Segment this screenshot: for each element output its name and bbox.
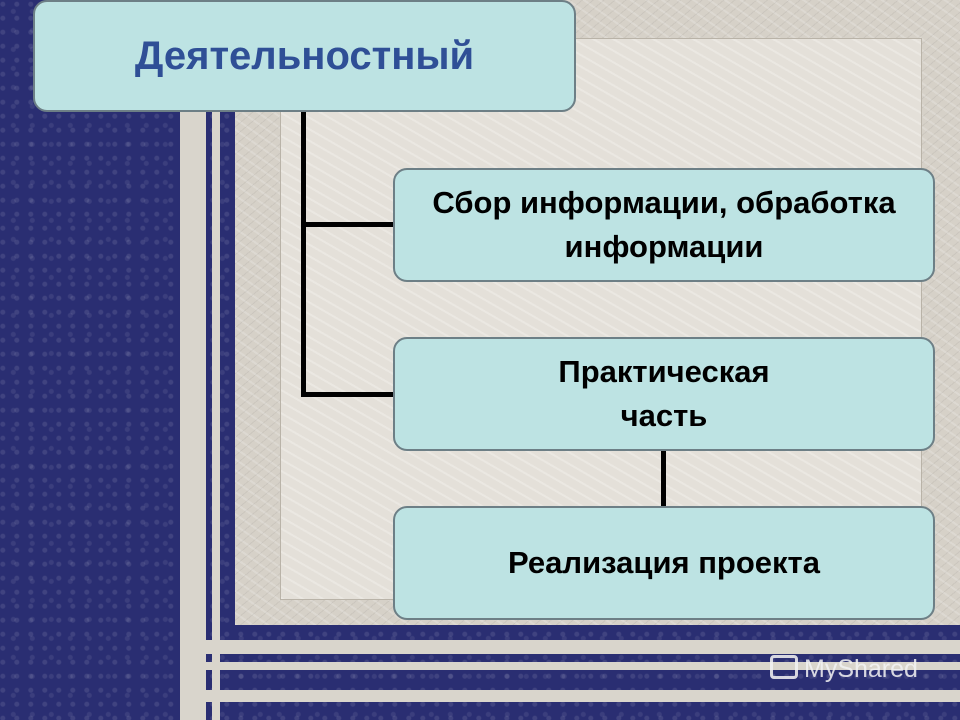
stripe-horizontal-1 — [180, 640, 960, 654]
child-1-line-2: информации — [564, 229, 764, 264]
connector-child-2-to-3 — [661, 451, 666, 506]
child-1-line-1: Сбор информации, обработка — [432, 185, 896, 220]
presentation-icon — [770, 655, 798, 679]
child-2-line-2: часть — [620, 398, 708, 433]
root-node: Деятельностный — [33, 0, 576, 112]
child-node-1: Сбор информации, обработка информации — [393, 168, 935, 282]
root-label: Деятельностный — [134, 33, 475, 78]
watermark-text: MyShared — [804, 655, 918, 683]
connector-to-child-1 — [301, 222, 393, 227]
stripe-vertical-2 — [212, 110, 220, 720]
connector-to-child-2 — [301, 392, 393, 397]
stripe-vertical-1 — [180, 110, 206, 720]
stripe-horizontal-2 — [180, 662, 960, 670]
child-2-line-1: Практическая — [558, 354, 770, 389]
inner-panel — [280, 38, 922, 600]
child-node-3: Реализация проекта — [393, 506, 935, 620]
child-node-2: Практическая часть — [393, 337, 935, 451]
connector-root-trunk — [301, 112, 306, 397]
stripe-horizontal-3 — [180, 690, 960, 702]
watermark: MyShared — [770, 655, 918, 684]
child-3-label: Реализация проекта — [508, 545, 820, 580]
